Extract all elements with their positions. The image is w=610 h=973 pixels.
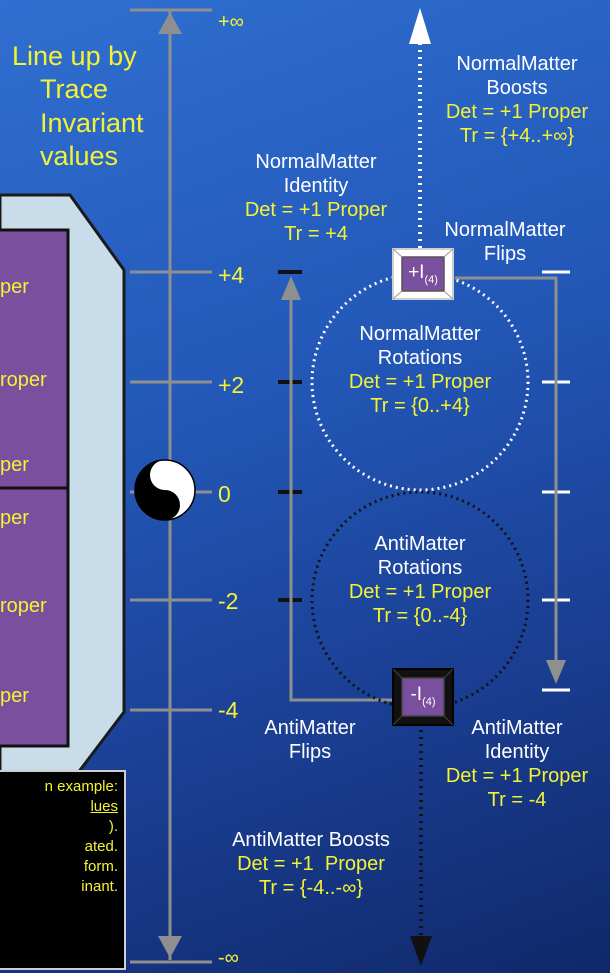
label-tr: Tr = -4 <box>487 789 547 811</box>
axis-label-p4: +4 <box>218 262 245 288</box>
title-line: values <box>40 141 119 172</box>
page-title: Line up by Trace Invariant values <box>10 40 170 174</box>
panel-row-text: per <box>0 276 29 298</box>
box-main: +I <box>408 262 425 283</box>
nm-identity-label: NormalMatter Identity Det = +1 Proper Tr… <box>228 150 404 246</box>
label-title: Flips <box>483 243 527 265</box>
label-title: NormalMatter <box>359 323 481 345</box>
label-tr: Tr = +4 <box>284 223 348 245</box>
panel-row-text: per <box>0 507 29 529</box>
note-line: ated. <box>84 838 118 855</box>
title-line: Trace <box>40 74 109 105</box>
am-flips-path <box>289 290 395 702</box>
title-line: Line up by <box>12 41 137 71</box>
nm-flips-arrowhead <box>546 660 566 684</box>
box-sub: (4) <box>424 273 438 286</box>
label-title: Identity <box>283 175 349 197</box>
axis-label-top: +∞ <box>218 11 244 33</box>
note-line: ). <box>108 818 118 835</box>
nm-rotations-label: NormalMatter Rotations Det = +1 Proper T… <box>320 322 520 418</box>
nm-rotations-circle <box>310 272 530 492</box>
label-title: NormalMatter <box>456 53 578 75</box>
label-title: Boosts <box>486 77 548 99</box>
label-title: NormalMatter <box>255 151 377 173</box>
box-sub: (4) <box>422 695 436 708</box>
axis-label-p2: +2 <box>218 372 245 398</box>
label-tr: Tr = {0..+4} <box>370 395 470 417</box>
axis-label-bottom: -∞ <box>218 947 239 969</box>
minus-identity-label: -I(4) <box>402 684 444 709</box>
label-title: Flips <box>288 741 332 763</box>
label-title: Rotations <box>377 347 463 369</box>
axis-label-m2: -2 <box>218 588 239 614</box>
purple-block-lower <box>0 486 70 748</box>
yin-yang-icon <box>134 459 196 521</box>
label-title: AntiMatter Boosts <box>232 829 390 851</box>
am-flips-arrowhead <box>281 276 301 300</box>
label-title: AntiMatter <box>264 717 356 739</box>
example-note-box: n example: lues ). ated. form. inant. <box>0 770 126 970</box>
axis-label-m4: -4 <box>218 697 239 723</box>
purple-block-upper <box>0 228 70 490</box>
nm-boosts-label: NormalMatter Boosts Det = +1 Proper Tr =… <box>424 52 610 148</box>
minus-identity-box <box>392 668 454 726</box>
note-line: form. <box>83 858 118 875</box>
nm-flips-path <box>455 276 558 662</box>
note-line: n example: <box>44 778 118 795</box>
label-det: Det = +1 Proper <box>237 853 385 875</box>
label-det: Det = +1 Proper <box>445 765 589 787</box>
axis-arrow-up <box>158 12 182 34</box>
panel-row-text: roper <box>0 369 47 391</box>
nm-flips-label: NormalMatter Flips <box>430 218 580 266</box>
label-title: AntiMatter <box>374 533 466 555</box>
panel-row-text: per <box>0 454 29 476</box>
label-det: Det = +1 Proper <box>244 199 388 221</box>
label-title: NormalMatter <box>444 219 566 241</box>
note-line: inant. <box>81 878 118 895</box>
label-det: Det = +1 Proper <box>348 371 492 393</box>
note-line: lues <box>90 798 118 815</box>
title-line: Invariant <box>40 107 144 138</box>
am-boosts-arrowhead <box>410 936 432 966</box>
label-tr: Tr = {+4..+∞} <box>459 125 575 147</box>
label-title: AntiMatter <box>471 717 563 739</box>
panel-row-text: per <box>0 685 29 707</box>
am-flips-label: AntiMatter Flips <box>250 716 370 764</box>
label-det: Det = +1 Proper <box>348 581 492 603</box>
label-det: Det = +1 Proper <box>445 101 589 123</box>
label-title: Identity <box>484 741 550 763</box>
plus-identity-label: +I(4) <box>402 262 444 287</box>
label-title: Rotations <box>377 557 463 579</box>
axis-arrow-down <box>158 936 182 958</box>
nm-boosts-arrowhead <box>409 8 431 44</box>
box-main: -I <box>410 684 423 705</box>
axis-label-zero: 0 <box>218 481 231 507</box>
plus-identity-box <box>392 248 454 300</box>
panel-row-text: roper <box>0 595 47 617</box>
am-boosts-label: AntiMatter Boosts Det = +1 Proper Tr = {… <box>196 828 426 900</box>
label-tr: Tr = {-4..-∞} <box>258 877 364 899</box>
am-identity-label: AntiMatter Identity Det = +1 Proper Tr =… <box>424 716 610 812</box>
am-rotations-label: AntiMatter Rotations Det = +1 Proper Tr … <box>320 532 520 628</box>
label-tr: Tr = {0..-4} <box>372 605 468 627</box>
